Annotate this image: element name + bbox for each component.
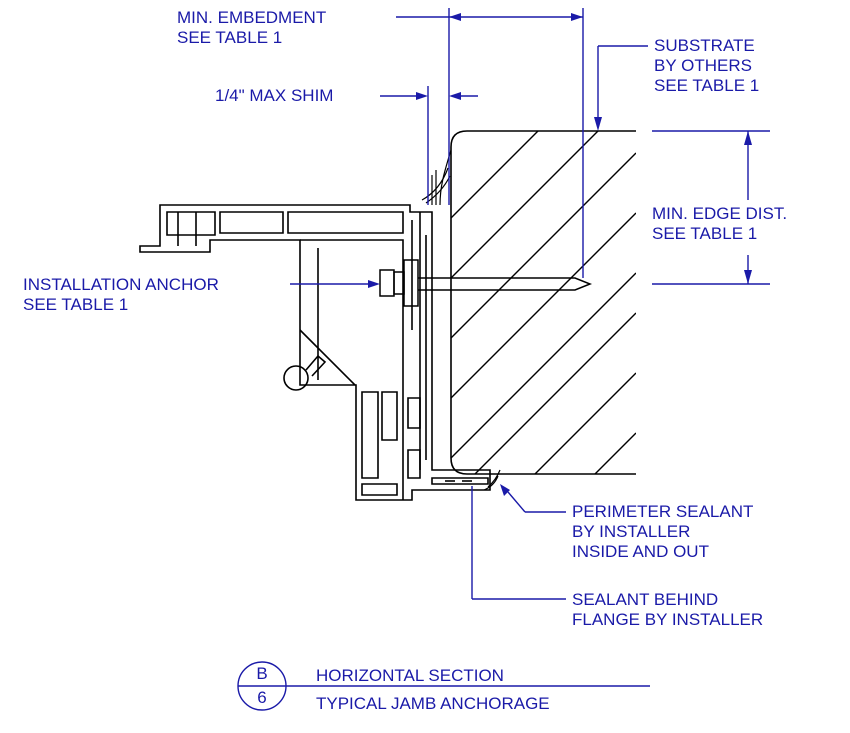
min-embedment-label: MIN. EMBEDMENT SEE TABLE 1 <box>177 8 327 47</box>
sealant-behind-flange-label: SEALANT BEHIND FLANGE BY INSTALLER <box>572 590 764 629</box>
detail-title: HORIZONTAL SECTION <box>316 666 504 685</box>
frame-profile <box>139 204 491 501</box>
sheet-number: 6 <box>257 688 267 707</box>
shim-and-sealant <box>421 149 501 491</box>
leaders-dimensions <box>290 8 770 600</box>
installation-anchor-label: INSTALLATION ANCHOR SEE TABLE 1 <box>23 275 219 314</box>
detail-subtitle: TYPICAL JAMB ANCHORAGE <box>316 694 550 713</box>
substrate-block <box>450 130 636 475</box>
max-shim-label: 1/4" MAX SHIM <box>215 86 334 105</box>
substrate-label: SUBSTRATE BY OTHERS SEE TABLE 1 <box>654 36 760 95</box>
installation-anchor <box>379 259 593 307</box>
min-edge-distance-label: MIN. EDGE DIST. SEE TABLE 1 <box>652 204 788 243</box>
detail-letter: B <box>256 664 268 683</box>
title-block-graphics <box>237 661 650 711</box>
perimeter-sealant-label: PERIMETER SEALANT BY INSTALLER INSIDE AN… <box>572 502 754 561</box>
